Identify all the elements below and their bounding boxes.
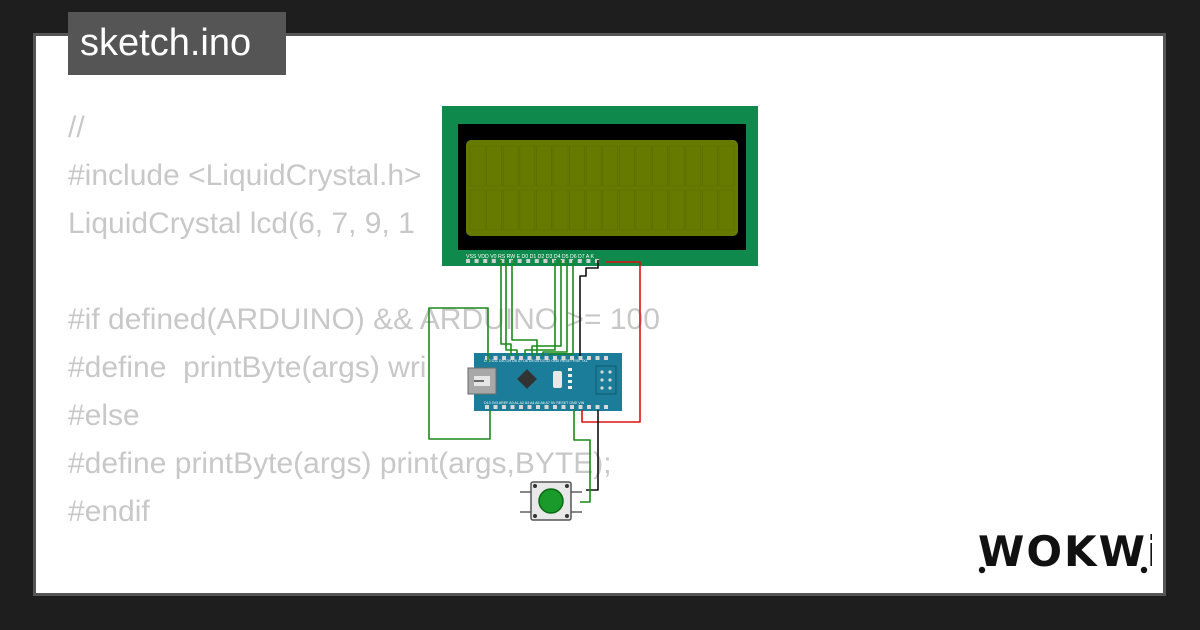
microcontroller-chip-icon xyxy=(517,369,537,389)
wire-green[interactable] xyxy=(542,260,568,356)
wire-green[interactable] xyxy=(573,410,591,503)
lcd-pin-header xyxy=(466,259,599,263)
status-leds xyxy=(568,368,572,389)
arduino-pin-headers xyxy=(485,356,608,409)
wire-green[interactable] xyxy=(511,260,538,356)
code-line: #endif xyxy=(68,495,150,528)
wire-green[interactable] xyxy=(531,260,562,356)
code-line: #define printByte(args) wri xyxy=(68,351,427,384)
code-line: #define printByte(args) print(args,BYTE)… xyxy=(68,447,612,480)
wire-green[interactable] xyxy=(524,260,556,356)
code-line: LiquidCrystal lcd(6, 7, 9, 1 xyxy=(68,207,415,240)
arduino-top-pin-labels: D12 D11 D10 D9 D8 D7 D6 D5 D4 D3 D2 GND … xyxy=(484,359,588,363)
arduino-bottom-pin-labels: D13 3V3 AREF A0 A1 A2 A3 A4 A5 A6 A7 5V … xyxy=(484,401,585,405)
wiring xyxy=(428,260,641,503)
wire-green[interactable] xyxy=(428,307,491,440)
code-editor: // #include <LiquidCrystal.h> LiquidCrys… xyxy=(68,104,706,593)
wire-black[interactable] xyxy=(579,260,599,356)
pushbutton-icon[interactable] xyxy=(520,481,582,521)
usb-connector-icon xyxy=(467,367,497,395)
lcd-screen xyxy=(466,140,738,236)
lcd-character-grid xyxy=(469,145,735,231)
wire-green[interactable] xyxy=(548,260,574,356)
lcd-module[interactable]: VSS VDD V0 RS RW E D0 D1 D2 D3 D4 D5 D6 … xyxy=(442,106,758,266)
wokwi-logo: WOKWi xyxy=(978,528,1152,576)
icsp-header xyxy=(595,365,617,395)
code-line: #else xyxy=(68,399,140,432)
code-line: uint8_t bell[8] = {0x4,0xe,0xe,0xe,0x1f,… xyxy=(68,584,706,593)
wire-red[interactable] xyxy=(581,261,641,423)
lcd-pin-labels: VSS VDD V0 RS RW E D0 D1 D2 D3 D4 D5 D6 … xyxy=(466,254,594,260)
code-line: // xyxy=(68,111,85,144)
sketch-filename-tab[interactable]: sketch.ino xyxy=(68,12,286,75)
arduino-nano-board[interactable]: D12 D11 D10 D9 D8 D7 D6 D5 D4 D3 D2 GND … xyxy=(467,353,622,411)
code-line: #include <LiquidCrystal.h> xyxy=(68,159,422,192)
wire-green[interactable] xyxy=(505,260,518,356)
wokwi-logo-text: WOKWi xyxy=(978,528,1152,576)
reset-button[interactable] xyxy=(553,371,562,388)
